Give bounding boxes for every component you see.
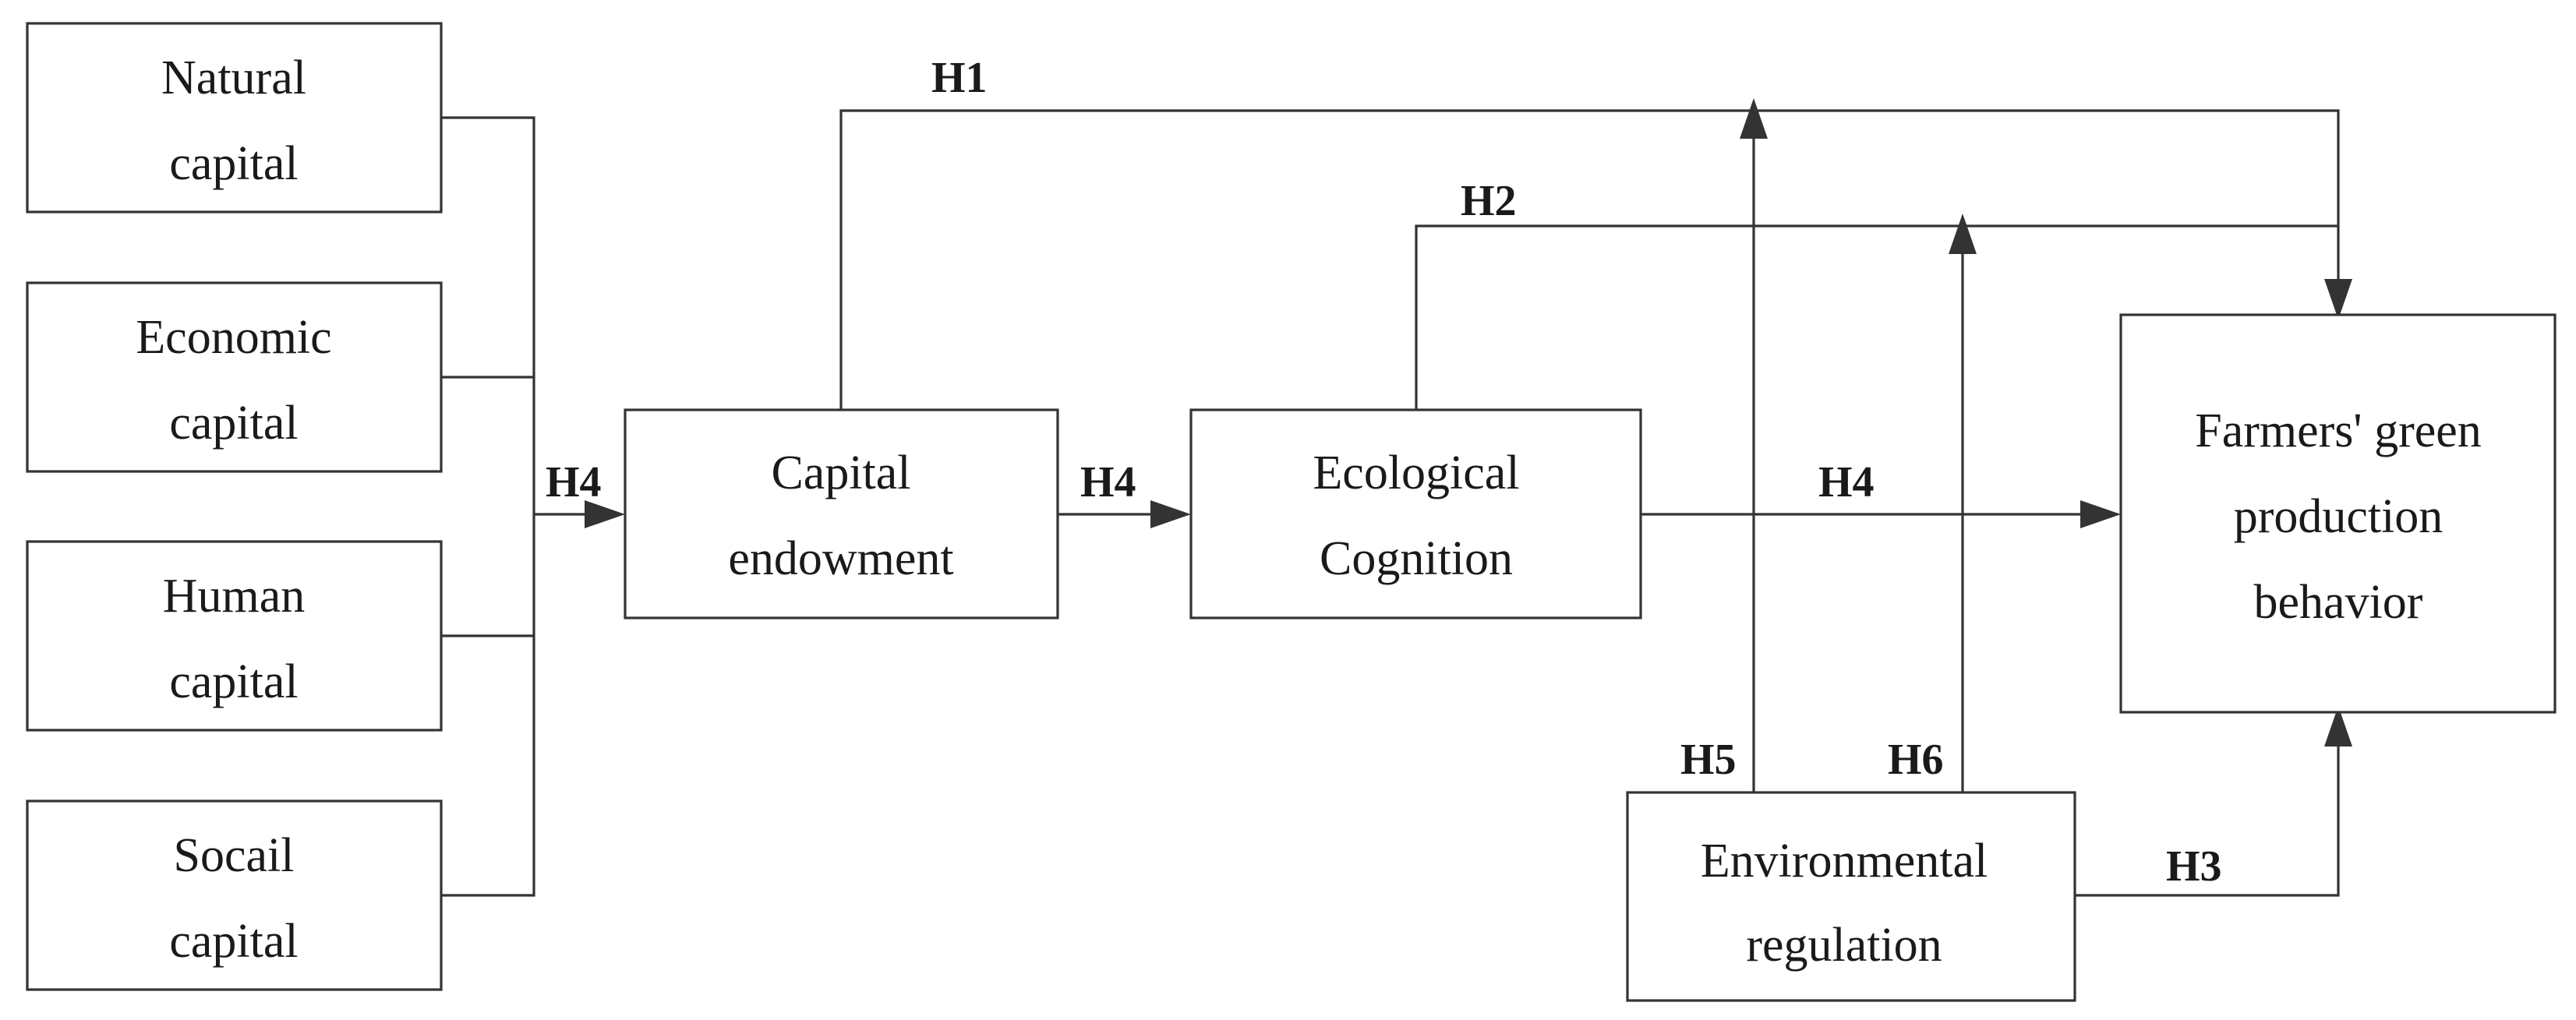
- arrowhead-h5-up: [1740, 98, 1768, 139]
- hypothesis-label-h4-capitals: H4: [546, 458, 602, 506]
- arrowhead-h3-up: [2324, 706, 2352, 746]
- capital-endowment-line2: endowment: [728, 532, 953, 585]
- hypothesis-label-h5: H5: [1680, 736, 1737, 784]
- connectors: [441, 109, 2340, 897]
- h3-path: [2075, 737, 2340, 897]
- node-human-capital: Human capital: [26, 540, 443, 732]
- arrowhead-to-behavior: [2080, 500, 2121, 528]
- green-production-line1: Farmers' green: [2195, 404, 2482, 457]
- green-production-line2: production: [2234, 490, 2443, 543]
- node-ecological-cognition: Ecological Cognition: [1189, 408, 1642, 619]
- arrowhead-to-endowment: [585, 500, 625, 528]
- arrowhead-h1-down: [2324, 279, 2352, 319]
- node-natural-capital: Natural capital: [26, 22, 443, 214]
- natural-capital-connector: [441, 116, 535, 514]
- social-capital-connector: [441, 514, 535, 897]
- node-social-capital: Socail capital: [26, 799, 443, 991]
- hypothesis-label-h2: H2: [1461, 177, 1517, 225]
- capital-endowment-line1: Capital: [771, 446, 910, 499]
- hypothesis-label-h1: H1: [931, 54, 988, 102]
- h1-path: [839, 109, 2340, 410]
- ecological-cognition-line2: Cognition: [1320, 532, 1513, 585]
- node-economic-capital: Economic capital: [26, 281, 443, 473]
- hypothesis-label-h3: H3: [2166, 842, 2222, 891]
- human-capital-line2: capital: [169, 655, 298, 708]
- environmental-regulation-line1: Environmental: [1701, 835, 1988, 888]
- hypothesis-labels: H1 H2 H4 H4 H4 H5 H6 H3: [546, 54, 2222, 891]
- h2-path: [1415, 224, 2338, 410]
- arrowhead-h6-up: [1949, 214, 1977, 254]
- nodes: Natural capital Economic capital Human c…: [26, 22, 2557, 1002]
- node-environmental-regulation: Environmental regulation: [1626, 791, 2076, 1002]
- ecological-cognition-line1: Ecological: [1313, 446, 1519, 499]
- arrowheads: [585, 98, 2352, 746]
- social-capital-line2: capital: [169, 915, 298, 968]
- hypothesis-label-h4-endowment: H4: [1080, 458, 1136, 506]
- natural-capital-line1: Natural: [161, 51, 306, 104]
- social-capital-line1: Socail: [174, 829, 295, 882]
- hypothesis-label-h6: H6: [1888, 736, 1944, 784]
- human-capital-line1: Human: [163, 570, 306, 623]
- arrowhead-to-cognition: [1150, 500, 1191, 528]
- node-green-production-behavior: Farmers' green production behavior: [2119, 313, 2557, 714]
- hypothesis-label-h4-cognition: H4: [1818, 458, 1875, 506]
- environmental-regulation-line2: regulation: [1746, 919, 1942, 972]
- economic-capital-line1: Economic: [136, 311, 331, 364]
- node-capital-endowment: Capital endowment: [624, 408, 1059, 619]
- economic-capital-line2: capital: [169, 397, 298, 450]
- green-production-line3: behavior: [2254, 576, 2423, 629]
- natural-capital-line2: capital: [169, 137, 298, 190]
